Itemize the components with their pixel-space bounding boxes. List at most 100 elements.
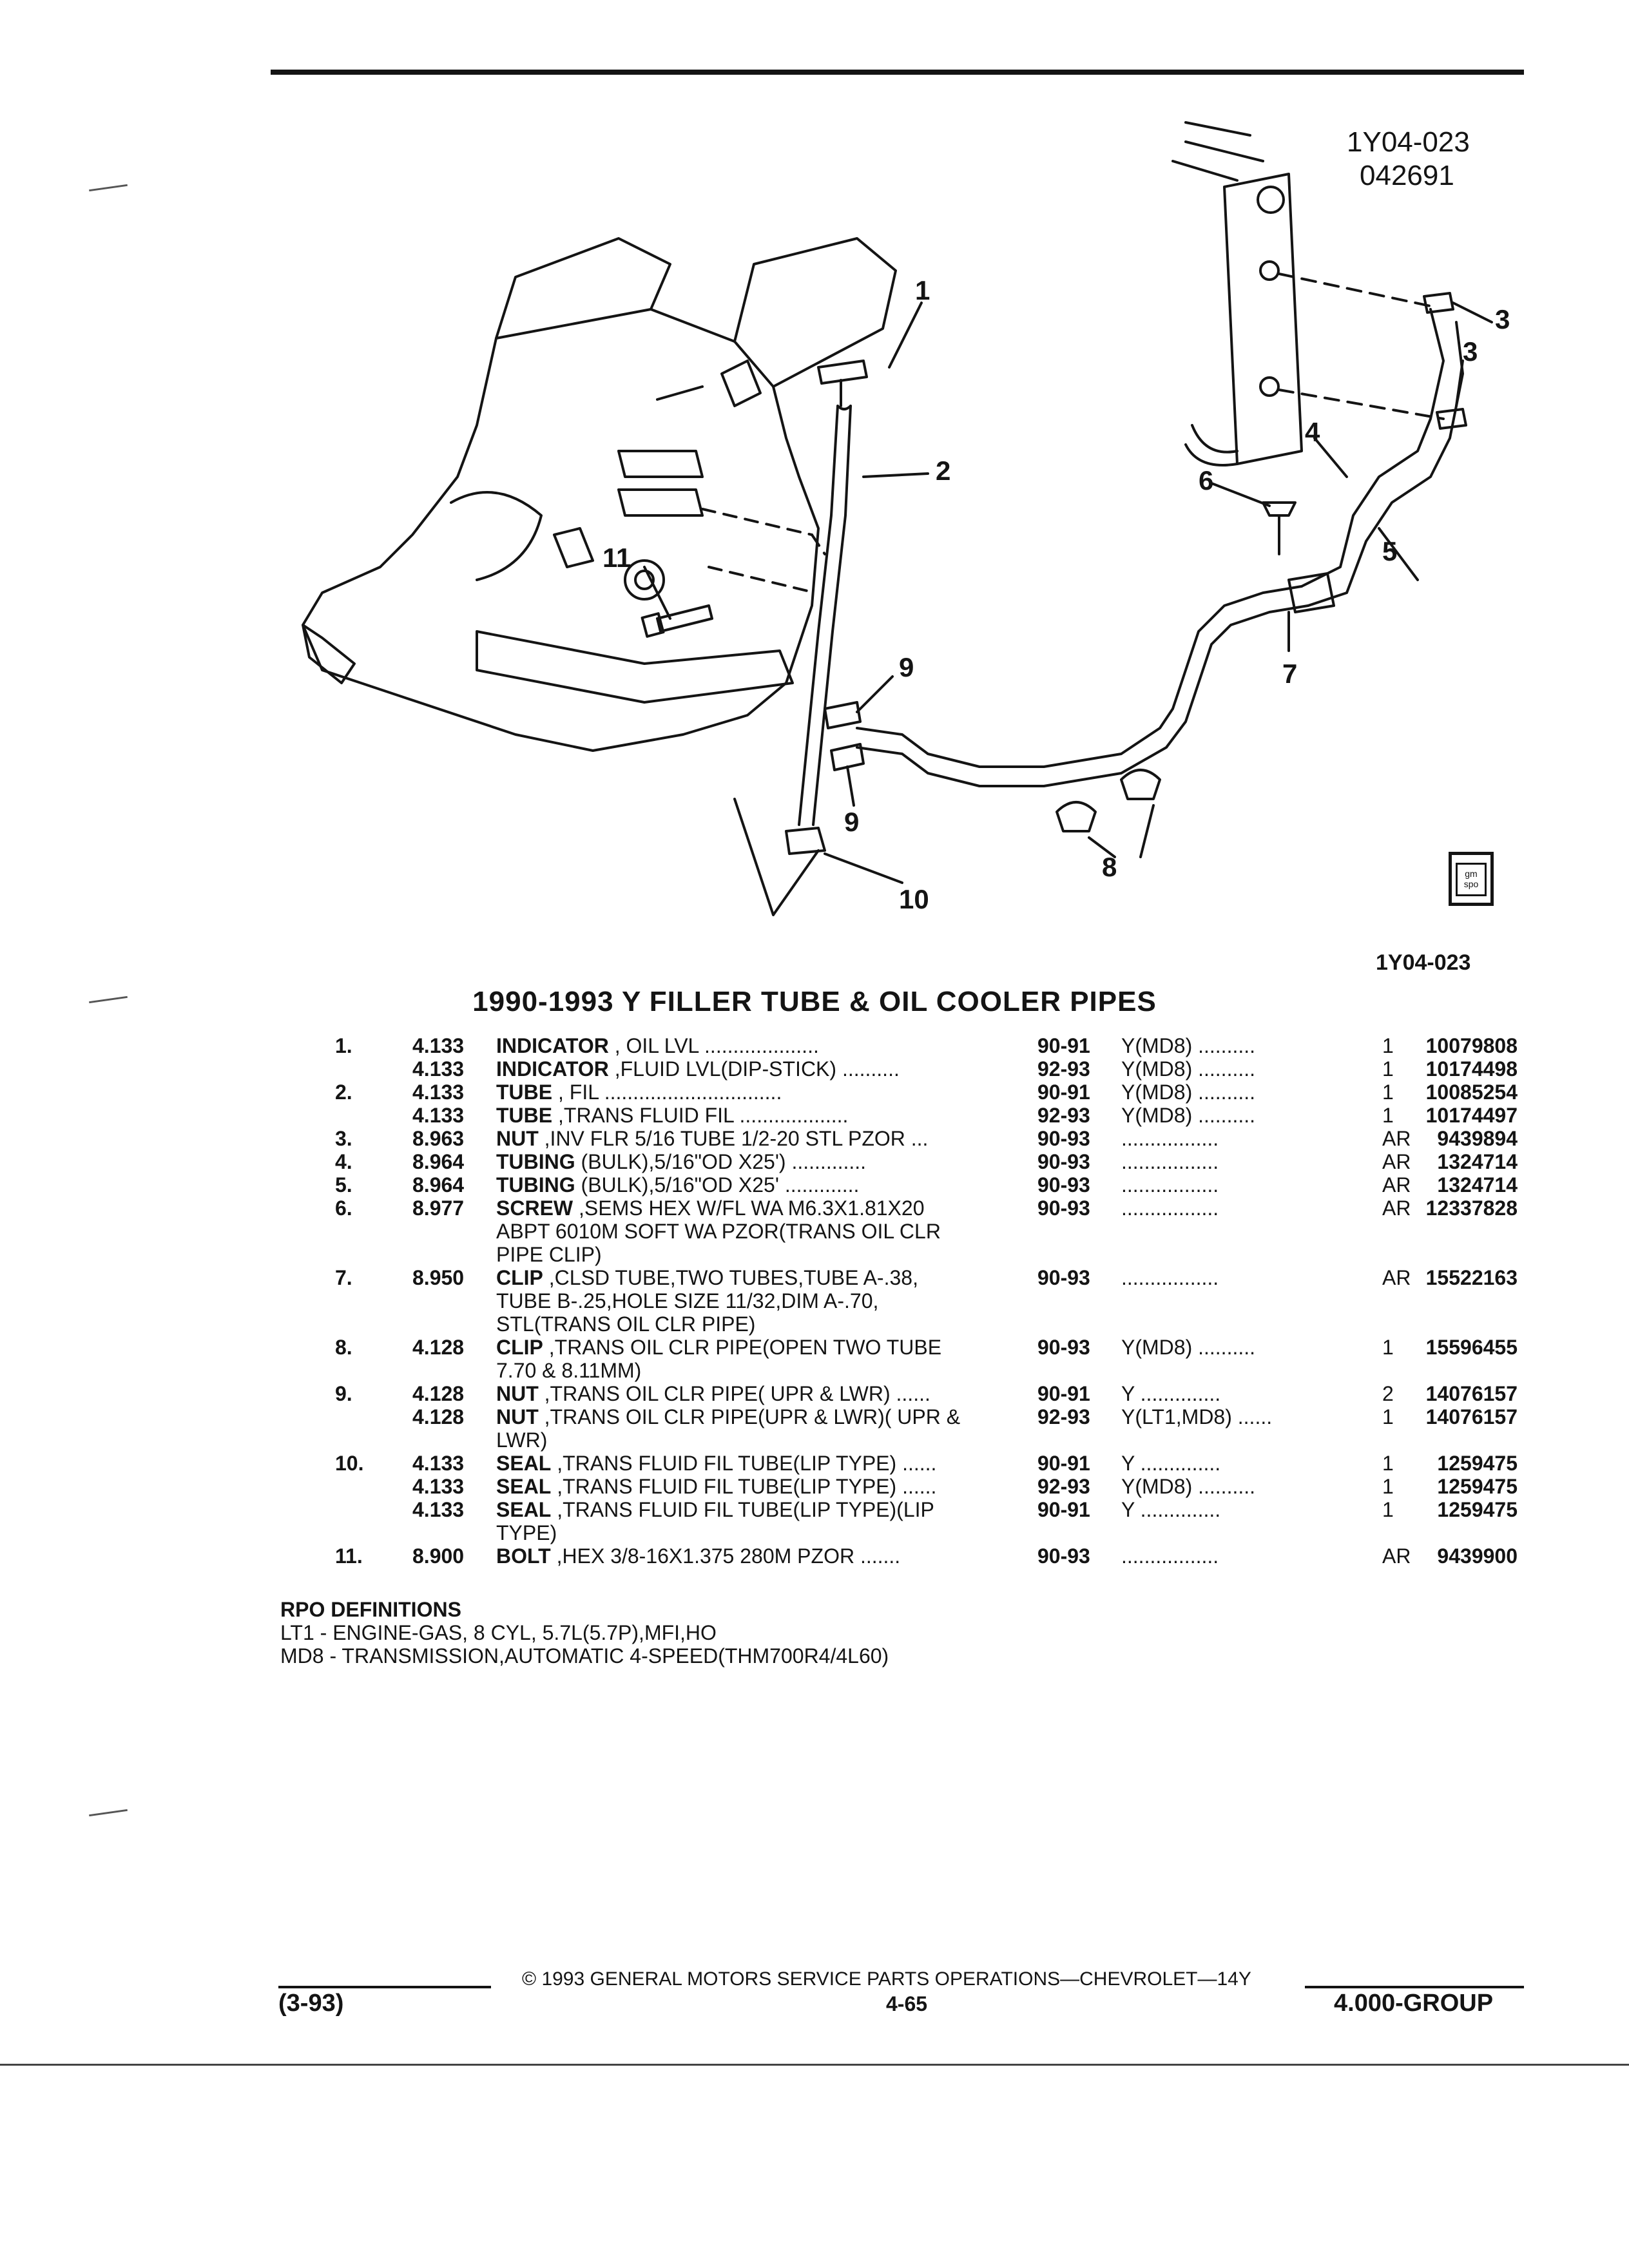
quantity: 1 xyxy=(1382,1475,1394,1498)
part-detail: ,TRANS OIL CLR PIPE(UPR & LWR)( UPR & xyxy=(538,1405,961,1428)
item-number: 5. xyxy=(335,1173,352,1196)
series-usage: Y(MD8) .......... xyxy=(1121,1336,1256,1359)
part-detail: STL(TRANS OIL CLR PIPE) xyxy=(496,1312,756,1336)
series-usage: Y .............. xyxy=(1121,1382,1221,1405)
radiator-fitting-lower xyxy=(1436,408,1467,430)
callout-5: 5 xyxy=(1382,536,1397,566)
part-description: NUT ,TRANS OIL CLR PIPE(UPR & LWR)( UPR … xyxy=(496,1405,960,1428)
bottom-rule xyxy=(0,2064,1629,2066)
page-title: 1990-1993 Y FILLER TUBE & OIL COOLER PIP… xyxy=(472,986,1157,1017)
part-description: ABPT 6010M SOFT WA PZOR(TRANS OIL CLR xyxy=(496,1220,941,1243)
transmission-output xyxy=(302,624,356,684)
quantity: AR xyxy=(1382,1196,1411,1220)
model-years: 90-93 xyxy=(1037,1544,1090,1568)
table-row: TYPE) xyxy=(309,1521,1534,1544)
item-number: 1. xyxy=(335,1034,352,1057)
oil-cooler-pipe-lower xyxy=(856,585,1303,768)
part-description: NUT ,INV FLR 5/16 TUBE 1/2-20 STL PZOR .… xyxy=(496,1127,928,1150)
part-description: 7.70 & 8.11MM) xyxy=(496,1359,641,1382)
rpo-heading: RPO DEFINITIONS xyxy=(280,1598,461,1621)
part-description: TUBE ,TRANS FLUID FIL ..................… xyxy=(496,1104,848,1127)
model-years: 90-93 xyxy=(1037,1336,1090,1359)
item-number: 9. xyxy=(335,1382,352,1405)
series-usage: ................. xyxy=(1121,1127,1219,1150)
series-usage: Y .............. xyxy=(1121,1452,1221,1475)
table-row: LWR) xyxy=(309,1428,1534,1452)
scan-mark xyxy=(89,184,128,192)
gm-spo-logo: gm spo xyxy=(1449,852,1494,906)
part-description: CLIP ,CLSD TUBE,TWO TUBES,TUBE A-.38, xyxy=(496,1266,918,1289)
part-name: INDICATOR xyxy=(496,1057,609,1081)
group-number: 4.128 xyxy=(412,1405,465,1428)
part-detail: ,TRANS FLUID FIL ................... xyxy=(552,1104,849,1127)
transmission-top-pan xyxy=(733,237,897,388)
rpo-definitions: RPO DEFINITIONS LT1 - ENGINE-GAS, 8 CYL,… xyxy=(280,1598,889,1667)
callout-9a: 9 xyxy=(899,652,914,682)
model-years: 90-93 xyxy=(1037,1173,1090,1196)
ref-code-primary: 1Y04-023 xyxy=(1347,126,1470,158)
part-number: 1259475 xyxy=(1437,1452,1518,1475)
model-years: 92-93 xyxy=(1037,1104,1090,1127)
table-row: PIPE CLIP) xyxy=(309,1243,1534,1266)
series-usage: ................. xyxy=(1121,1150,1219,1173)
oil-cooler-pipe-upper xyxy=(1300,308,1445,588)
ref-code-secondary: 042691 xyxy=(1360,160,1454,191)
part-detail: ,TRANS FLUID FIL TUBE(LIP TYPE)(LIP xyxy=(551,1498,934,1521)
part-description: TUBING (BULK),5/16"OD X25' ............. xyxy=(496,1173,859,1196)
part-number: 10079808 xyxy=(1425,1034,1518,1057)
callout-7: 7 xyxy=(1282,658,1297,689)
callout-2: 2 xyxy=(936,456,950,486)
exploded-view-diagram: 1 2 3 3 4 5 6 7 8 9 9 10 11 xyxy=(302,121,1510,916)
series-usage: Y(MD8) .......... xyxy=(1121,1104,1256,1127)
part-detail: ,TRANS FLUID FIL TUBE(LIP TYPE) ...... xyxy=(551,1452,937,1475)
part-detail: TYPE) xyxy=(496,1521,557,1544)
part-description: CLIP ,TRANS OIL CLR PIPE(OPEN TWO TUBE xyxy=(496,1336,941,1359)
part-name: SCREW xyxy=(496,1196,574,1220)
part-name: CLIP xyxy=(496,1266,543,1289)
series-usage: Y(MD8) .......... xyxy=(1121,1057,1256,1081)
rpo-line-lt1: LT1 - ENGINE-GAS, 8 CYL, 5.7L(5.7P),MFI,… xyxy=(280,1621,717,1644)
quantity: AR xyxy=(1382,1173,1411,1196)
item-number: 2. xyxy=(335,1081,352,1104)
part-name: TUBING xyxy=(496,1150,575,1173)
group-number: 4.133 xyxy=(412,1104,465,1127)
model-years: 90-91 xyxy=(1037,1452,1090,1475)
clip-8b xyxy=(1120,769,1161,800)
model-years: 90-93 xyxy=(1037,1266,1090,1289)
part-detail: ,FLUID LVL(DIP-STICK) .......... xyxy=(608,1057,900,1081)
part-number: 14076157 xyxy=(1425,1382,1518,1405)
quantity: 1 xyxy=(1382,1081,1394,1104)
part-name: TUBE xyxy=(496,1104,553,1127)
model-years: 90-93 xyxy=(1037,1150,1090,1173)
quantity: AR xyxy=(1382,1127,1411,1150)
part-detail: ,HEX 3/8-16X1.375 280M PZOR ....... xyxy=(550,1544,901,1568)
part-number: 10085254 xyxy=(1425,1081,1518,1104)
footer-date: (3-93) xyxy=(278,1990,344,2017)
part-description: SEAL ,TRANS FLUID FIL TUBE(LIP TYPE) ...… xyxy=(496,1452,936,1475)
model-years: 90-91 xyxy=(1037,1034,1090,1057)
part-detail: ,INV FLR 5/16 TUBE 1/2-20 STL PZOR ... xyxy=(538,1127,929,1150)
dipstick-handle xyxy=(817,360,868,385)
part-name: CLIP xyxy=(496,1336,543,1359)
bolt-11 xyxy=(656,604,713,633)
group-number: 8.964 xyxy=(412,1173,465,1196)
table-row: STL(TRANS OIL CLR PIPE) xyxy=(309,1312,1534,1336)
group-number: 8.977 xyxy=(412,1196,465,1220)
callout-4: 4 xyxy=(1305,417,1320,447)
part-number: 14076157 xyxy=(1425,1405,1518,1428)
fitting-upper xyxy=(824,701,862,729)
filler-tube xyxy=(798,405,839,826)
quantity: 1 xyxy=(1382,1336,1394,1359)
part-description: TYPE) xyxy=(496,1521,557,1544)
quantity: AR xyxy=(1382,1544,1411,1568)
part-name: SEAL xyxy=(496,1498,552,1521)
model-years: 90-93 xyxy=(1037,1196,1090,1220)
quantity: 1 xyxy=(1382,1034,1394,1057)
scan-mark xyxy=(89,1809,128,1817)
series-usage: ................. xyxy=(1121,1544,1219,1568)
